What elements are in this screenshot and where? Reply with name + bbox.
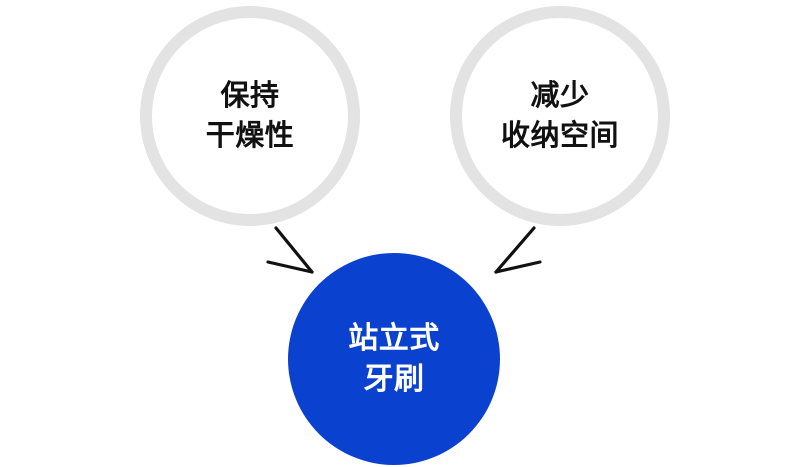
benefit-node-keep-dry-line1: 保持 [220, 79, 280, 112]
benefit-node-reduce-storage-line1: 减少 [530, 79, 590, 112]
arrow-reduce-storage-to-product [494, 226, 542, 274]
benefit-node-keep-dry: 保持 干燥性 [140, 6, 360, 226]
subject-node-product-line1: 站立式 [348, 321, 440, 355]
benefit-node-keep-dry-line2: 干燥性 [205, 120, 295, 152]
benefit-node-reduce-storage-line2: 收纳空间 [500, 120, 619, 152]
benefit-node-reduce-storage: 减少 收纳空间 [450, 6, 670, 226]
subject-node-product-line2: 牙刷 [363, 363, 425, 396]
arrow-keep-dry-to-product [266, 226, 314, 274]
subject-node-product: 站立式 牙刷 [288, 253, 500, 465]
